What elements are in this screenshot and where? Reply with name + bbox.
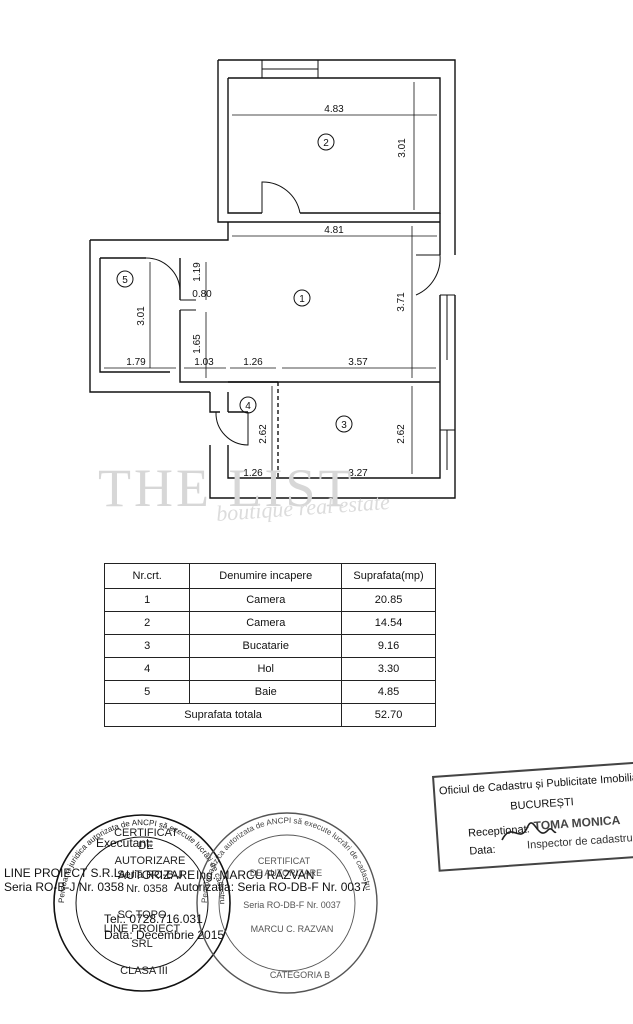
receptie-office: Oficiul de Cadastru și Publicitate Imobi… <box>438 770 633 798</box>
stamp-left-line-8: SRL <box>131 938 152 950</box>
table-total-row: Suprafata totala 52.70 <box>103 703 436 727</box>
room-number-3: 3 <box>341 420 347 431</box>
stamp-left-line-6: SC TOPO <box>117 909 167 921</box>
dim-3-57: 3.57 <box>348 357 368 368</box>
stamp-left-line-4: Seria RO-B-J <box>117 869 182 881</box>
cell-name: Bucatarie <box>189 634 343 658</box>
watermark-title: THE LIST <box>98 458 355 518</box>
stamp-left-line-3: AUTORIZARE <box>115 855 186 867</box>
stamp-left-line-2: DE <box>138 840 153 852</box>
dim-room2-height: 3.01 <box>397 138 408 158</box>
stamp-right-line-3: Seria RO-DB-F Nr. 0037 <box>243 900 341 910</box>
executant-company: LINE PROIECT S.R.L <box>4 866 121 880</box>
stamp-left-line-5: Nr. 0358 <box>126 883 168 895</box>
executant-seria: Seria RO-B-J Nr. 0358 <box>4 880 125 894</box>
stamp-right-line-4: MARCU C. RAZVAN <box>251 924 334 934</box>
dim-1-19: 1.19 <box>192 262 203 282</box>
dim-room5-height: 3.01 <box>136 306 147 326</box>
table-header-row: Nr.crt. Denumire incapere Suprafata(mp) <box>103 563 436 589</box>
stamp-right-bottom: CATEGORIA B <box>270 970 330 980</box>
cell-name: Hol <box>189 657 343 681</box>
room-number-1: 1 <box>299 294 305 305</box>
table-row: 2 Camera 14.54 <box>103 611 436 635</box>
stamp-left-line-9: CLASA III <box>120 965 168 977</box>
cell-name: Baie <box>189 680 343 704</box>
executant-person: Ing. MARCU RAZVAN <box>196 868 315 882</box>
cell-nr: 2 <box>103 611 191 635</box>
table-row: 5 Baie 4.85 <box>103 680 436 704</box>
stamp-left-line-7: LINE PROIECT <box>104 923 181 935</box>
total-value: 52.70 <box>341 703 436 727</box>
executant-tel: Tel.: 0728.716.031 <box>104 912 203 926</box>
cell-nr: 3 <box>103 634 191 658</box>
dim-1-26-upper: 1.26 <box>243 357 263 368</box>
dim-1-03: 1.03 <box>194 357 214 368</box>
stamp-left-line-1: CERTIFICAT <box>114 827 178 839</box>
room-number-5: 5 <box>122 275 128 286</box>
table-row: 3 Bucatarie 9.16 <box>103 634 436 658</box>
cell-area: 4.85 <box>341 680 436 704</box>
cell-area: 14.54 <box>341 611 436 635</box>
signature-mark <box>501 822 557 841</box>
dim-room1-height: 3.71 <box>396 292 407 312</box>
round-stamp-left: Persoana juridica autorizata de ANCPI să… <box>53 814 231 992</box>
cell-name: Camera <box>189 588 343 612</box>
cell-area: 3.30 <box>341 657 436 681</box>
dim-room5-width: 1.79 <box>126 357 146 368</box>
dim-1-26-lower: 1.26 <box>243 468 263 479</box>
cell-name: Camera <box>189 611 343 635</box>
dim-room2-width: 4.83 <box>324 104 344 115</box>
floor-plan: 2 1 3 4 5 4.83 3.01 4.81 3.71 3.01 1.79 … <box>89 59 456 499</box>
stamp-right-line-1: CERTIFICAT <box>258 856 311 866</box>
executant-label: Executant: <box>96 836 153 850</box>
header-nr: Nr.crt. <box>103 563 191 589</box>
round-stamp-right: Persoana fizica autorizata de ANCPI să e… <box>196 812 378 994</box>
room-number-4: 4 <box>245 401 251 412</box>
dim-room1-width: 4.81 <box>324 225 344 236</box>
cell-nr: 5 <box>103 680 191 704</box>
dim-2-62-left: 2.62 <box>258 424 269 444</box>
dim-0-80: 0.80 <box>192 289 212 300</box>
header-name: Denumire incapere <box>189 563 343 589</box>
dim-1-65: 1.65 <box>192 334 203 354</box>
header-area: Suprafata(mp) <box>341 563 436 589</box>
receptie-city: BUCUREȘTI <box>509 796 575 813</box>
table-row: 4 Hol 3.30 <box>103 657 436 681</box>
cell-area: 20.85 <box>341 588 436 612</box>
executant-data: Data: Decembrie 2015 <box>104 928 225 942</box>
executant-autorizatia: Autorizatia: Seria RO-DB-F Nr. 0037 <box>174 880 368 894</box>
rooms-table: Nr.crt. Denumire incapere Suprafata(mp) … <box>103 563 436 727</box>
total-label: Suprafata totala <box>103 703 343 727</box>
cell-nr: 1 <box>103 588 191 612</box>
executant-autorizare: AUTORIZARE <box>118 868 196 882</box>
room-number-2: 2 <box>323 138 329 149</box>
dim-3-27: 3.27 <box>348 468 368 479</box>
dim-2-62-right: 2.62 <box>396 424 407 444</box>
table-row: 1 Camera 20.85 <box>103 588 436 612</box>
receptie-data-label: Data: <box>468 843 497 858</box>
stamp-right-line-2: DE AUTORIZARE <box>250 868 322 878</box>
cell-area: 9.16 <box>341 634 436 658</box>
watermark: THE LIST boutique real estate <box>98 455 538 545</box>
cell-nr: 4 <box>103 657 191 681</box>
